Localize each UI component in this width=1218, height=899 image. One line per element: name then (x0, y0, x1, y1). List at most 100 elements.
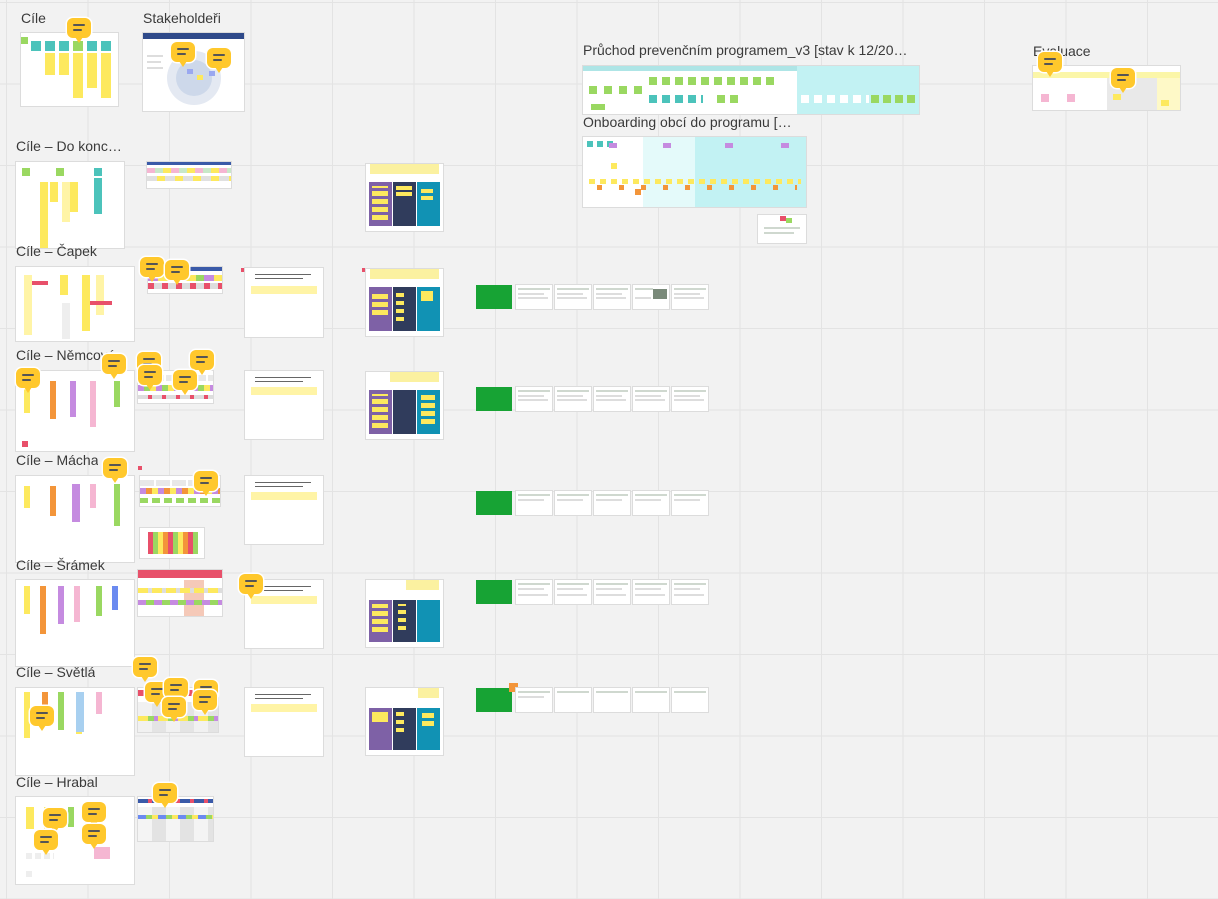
comment-icon[interactable] (173, 370, 197, 395)
sticky[interactable] (609, 143, 617, 148)
sticky[interactable] (591, 104, 605, 110)
frame-retro-nemcova[interactable] (366, 372, 443, 439)
sticky-cluster[interactable] (422, 712, 434, 726)
frame-nemcova-note[interactable] (245, 371, 323, 439)
sticky-grid[interactable] (148, 532, 198, 554)
sticky-column[interactable] (70, 182, 78, 212)
sticky-row[interactable] (251, 286, 317, 294)
comment-icon[interactable] (145, 682, 169, 707)
frame-text-card[interactable] (516, 285, 552, 309)
sticky-column[interactable] (40, 182, 48, 248)
sticky-row[interactable] (251, 387, 317, 395)
sticky-column[interactable] (112, 692, 118, 720)
sticky-cluster[interactable] (421, 394, 435, 424)
sticky-cluster[interactable] (421, 291, 433, 301)
frame-title-svetla[interactable]: Cíle – Světlá (16, 664, 96, 680)
frame-macha-heatmap[interactable] (140, 528, 204, 558)
frame-text-card[interactable] (633, 387, 669, 411)
sticky-row[interactable] (597, 185, 797, 190)
frame-text-card[interactable] (672, 285, 708, 309)
comment-icon[interactable] (82, 802, 106, 827)
frame-retro[interactable] (366, 164, 443, 231)
sticky[interactable] (780, 216, 786, 221)
sticky[interactable] (101, 41, 111, 51)
sticky[interactable] (241, 268, 245, 272)
frame-green-card[interactable] (476, 285, 512, 309)
frame-nemcova[interactable] (16, 371, 134, 451)
sticky-column[interactable] (60, 275, 68, 295)
sticky-column[interactable] (96, 586, 102, 616)
sticky[interactable] (786, 218, 792, 223)
sticky-column[interactable] (82, 275, 90, 331)
sticky[interactable] (94, 168, 102, 176)
frame-text-card[interactable] (672, 580, 708, 604)
frame-small-note[interactable] (758, 215, 806, 243)
frame-title-nemcova[interactable]: Cíle – Němcová (16, 347, 116, 363)
sticky-row[interactable] (1033, 72, 1180, 78)
sticky-row[interactable] (649, 95, 703, 103)
sticky-row[interactable] (90, 301, 112, 305)
frame-svetla-note[interactable] (245, 688, 323, 756)
sticky-column[interactable] (45, 53, 55, 75)
sticky-column[interactable] (68, 807, 74, 827)
sticky-row[interactable] (26, 853, 54, 859)
sticky-column[interactable] (24, 275, 32, 335)
frame-text-card[interactable] (594, 285, 630, 309)
sticky[interactable] (87, 41, 97, 51)
sticky-column[interactable] (50, 182, 58, 202)
sticky-cluster[interactable] (372, 394, 388, 428)
sticky-cluster[interactable] (372, 291, 388, 315)
sticky-column[interactable] (73, 53, 83, 98)
frame-title-capek[interactable]: Cíle – Čapek (16, 243, 97, 259)
comment-icon[interactable] (194, 471, 218, 496)
sticky-cluster[interactable] (372, 604, 388, 632)
frame-text-card[interactable] (516, 688, 552, 712)
frame-text-card[interactable] (633, 491, 669, 515)
sticky[interactable] (26, 871, 32, 877)
frame-text-card[interactable] (633, 580, 669, 604)
sticky-column[interactable] (50, 486, 56, 516)
frame-title-cile[interactable]: Cíle (21, 10, 46, 26)
frame-svetla[interactable] (16, 688, 134, 775)
frame-text-card[interactable] (516, 387, 552, 411)
sticky-row[interactable] (251, 704, 317, 712)
sticky-cluster[interactable] (396, 712, 404, 732)
sticky-row[interactable] (251, 492, 317, 500)
sticky-column[interactable] (58, 692, 64, 730)
sticky-column[interactable] (24, 692, 30, 738)
frame-macha-note[interactable] (245, 476, 323, 544)
frame-text-card[interactable] (672, 387, 708, 411)
sticky-row[interactable] (251, 596, 317, 604)
frame-text-card[interactable] (594, 387, 630, 411)
sticky[interactable] (45, 41, 55, 51)
sticky-column[interactable] (24, 586, 30, 614)
sticky-column[interactable] (96, 692, 102, 714)
sticky-column[interactable] (59, 53, 69, 75)
sticky[interactable] (187, 69, 193, 74)
frame-hrabal-table[interactable] (138, 797, 213, 841)
frame-title-onboarding[interactable]: Onboarding obcí do programu [… (583, 114, 792, 130)
sticky-column[interactable] (74, 586, 80, 622)
comment-icon[interactable] (103, 458, 127, 483)
frame-retro-sramek[interactable] (366, 580, 443, 647)
comment-icon[interactable] (171, 42, 195, 67)
frame-text-card[interactable] (516, 491, 552, 515)
sticky[interactable] (31, 41, 41, 51)
sticky-cluster[interactable] (396, 186, 412, 196)
comment-icon[interactable] (165, 260, 189, 285)
sticky[interactable] (725, 143, 733, 148)
frame-retro-capek[interactable] (366, 269, 443, 336)
comment-icon[interactable] (30, 706, 54, 731)
frame-retro-svetla[interactable] (366, 688, 443, 755)
comment-icon[interactable] (1111, 68, 1135, 93)
comment-icon[interactable] (138, 365, 162, 390)
frame-green-card[interactable] (476, 387, 512, 411)
frame-title-do-konce[interactable]: Cíle – Do konc… (16, 138, 122, 154)
comment-icon[interactable] (67, 18, 91, 43)
sticky-cluster[interactable] (398, 604, 406, 630)
sticky[interactable] (22, 441, 28, 447)
sticky-cluster[interactable] (372, 186, 388, 220)
frame-green-card[interactable] (476, 580, 512, 604)
sticky[interactable] (509, 683, 518, 692)
sticky-column[interactable] (87, 53, 97, 88)
